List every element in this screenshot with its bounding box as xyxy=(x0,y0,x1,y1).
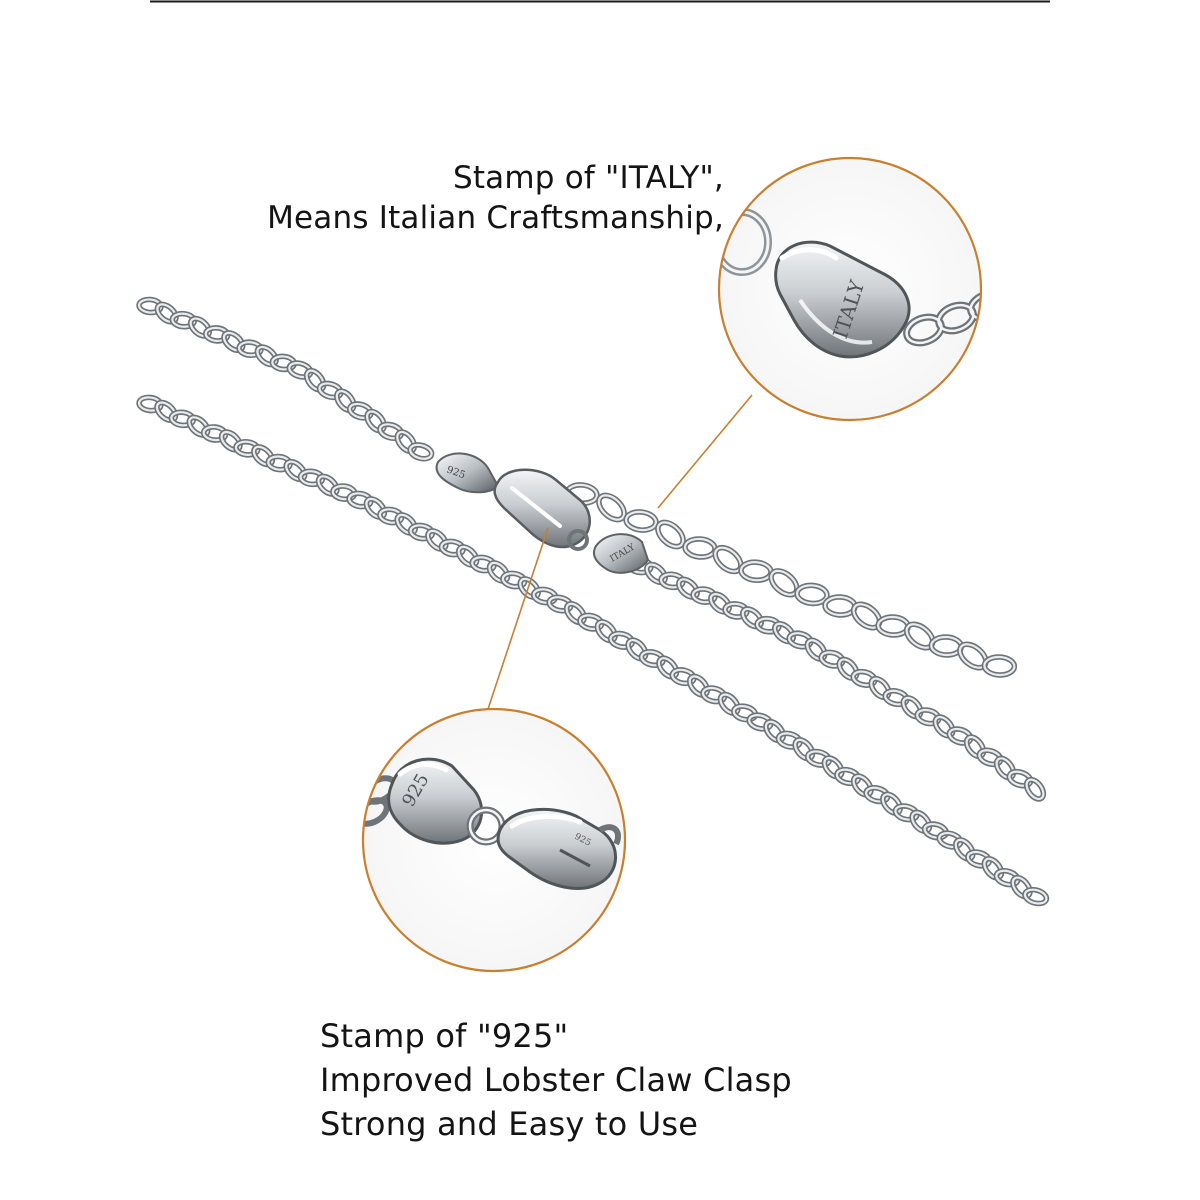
italy-caption-line-1: Stamp of "ITALY", xyxy=(452,160,724,196)
connector-line-italy xyxy=(657,394,753,509)
tag-italy-main: ITALY xyxy=(592,533,650,574)
chain-upper-strand xyxy=(136,296,435,462)
italy-caption-line-2: Means Italian Craftsmanship, xyxy=(267,200,724,236)
tag-925-main: 925 xyxy=(435,452,500,494)
magnifier-italy: ITALY xyxy=(717,156,983,422)
clasp-caption: Stamp of "925" Improved Lobster Claw Cla… xyxy=(320,1014,792,1146)
lobster-clasp-main xyxy=(493,468,591,551)
connector-line-925 xyxy=(486,527,549,713)
chain-lower-strand xyxy=(136,394,1050,907)
chain-strands xyxy=(136,296,1050,907)
extension-chain xyxy=(564,482,1018,678)
clasp-caption-line-3: Strong and Easy to Use xyxy=(320,1105,699,1143)
clasp-caption-line-1: Stamp of "925" xyxy=(320,1017,569,1055)
clasp-caption-line-2: Improved Lobster Claw Clasp xyxy=(320,1061,792,1099)
magnifier-925: 925 925 xyxy=(361,707,627,973)
italy-caption: Stamp of "ITALY", Means Italian Craftsma… xyxy=(267,158,724,238)
